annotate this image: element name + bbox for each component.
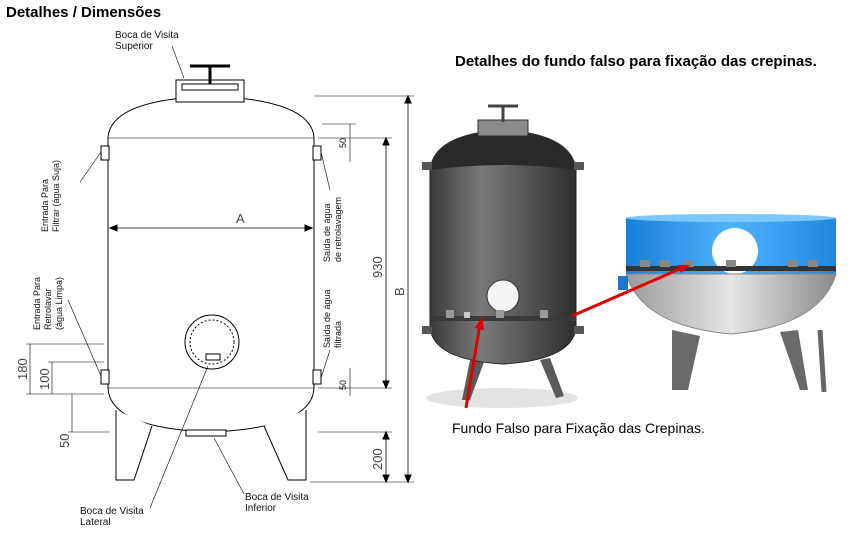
dim-180: 180: [15, 358, 30, 380]
dim-b: B: [392, 287, 407, 296]
leg-right: [263, 410, 307, 481]
label-boca-superior: Boca de Visita Superior: [115, 30, 179, 52]
page-title: Detalhes / Dimensões: [6, 4, 162, 21]
dim-200: 200: [370, 448, 385, 470]
label-entrada-filtrar: Entrada Para Filtrar (água Suja): [40, 160, 61, 232]
dim-a: A: [236, 211, 245, 226]
svg-text:Entrada Para: Entrada Para: [32, 277, 42, 330]
svg-text:Entrada Para: Entrada Para: [40, 179, 50, 232]
svg-text:Filtrar (água Suja): Filtrar (água Suja): [51, 160, 61, 232]
svg-text:filtrada: filtrada: [333, 321, 343, 348]
svg-text:Retrolavar: Retrolavar: [43, 288, 53, 330]
label-boca-lateral: Boca de Visita Lateral: [80, 506, 144, 528]
lateral-manhole: [184, 314, 240, 370]
section-title-false-bottom: Detalhes do fundo falso para fixação das…: [455, 53, 817, 70]
svg-text:Saída de água: Saída de água: [322, 203, 332, 262]
dim-50-top: 50: [338, 138, 348, 148]
dim-930: 930: [370, 256, 385, 278]
label-boca-inferior: Boca de Visita Inferior: [245, 492, 309, 514]
tank-outline: [107, 95, 315, 433]
red-arrows: [464, 265, 690, 409]
render-blue-cutaway: [618, 214, 837, 393]
label-saida-retrolavagem: Saída de água de retrolavagem: [322, 197, 343, 262]
svg-text:Saída de água: Saída de água: [322, 289, 332, 348]
label-entrada-retrolavar: Entrada Para Retrolavar (água Limpa): [32, 277, 64, 330]
dim-50-left: 50: [57, 434, 72, 448]
svg-text:de retrolavagem: de retrolavagem: [333, 197, 343, 262]
caption-fundo-falso: Fundo Falso para Fixação das Crepinas.: [452, 420, 705, 436]
render-dark-tank: [422, 104, 584, 408]
leg-left: [115, 410, 153, 481]
dim-50-bottom: 50: [338, 380, 348, 390]
svg-text:(água Limpa): (água Limpa): [54, 277, 64, 330]
technical-drawing: [26, 45, 414, 509]
dim-100: 100: [37, 368, 52, 390]
label-saida-filtrada: Saída de água filtrada: [322, 289, 343, 348]
bottom-manhole: [185, 429, 227, 437]
